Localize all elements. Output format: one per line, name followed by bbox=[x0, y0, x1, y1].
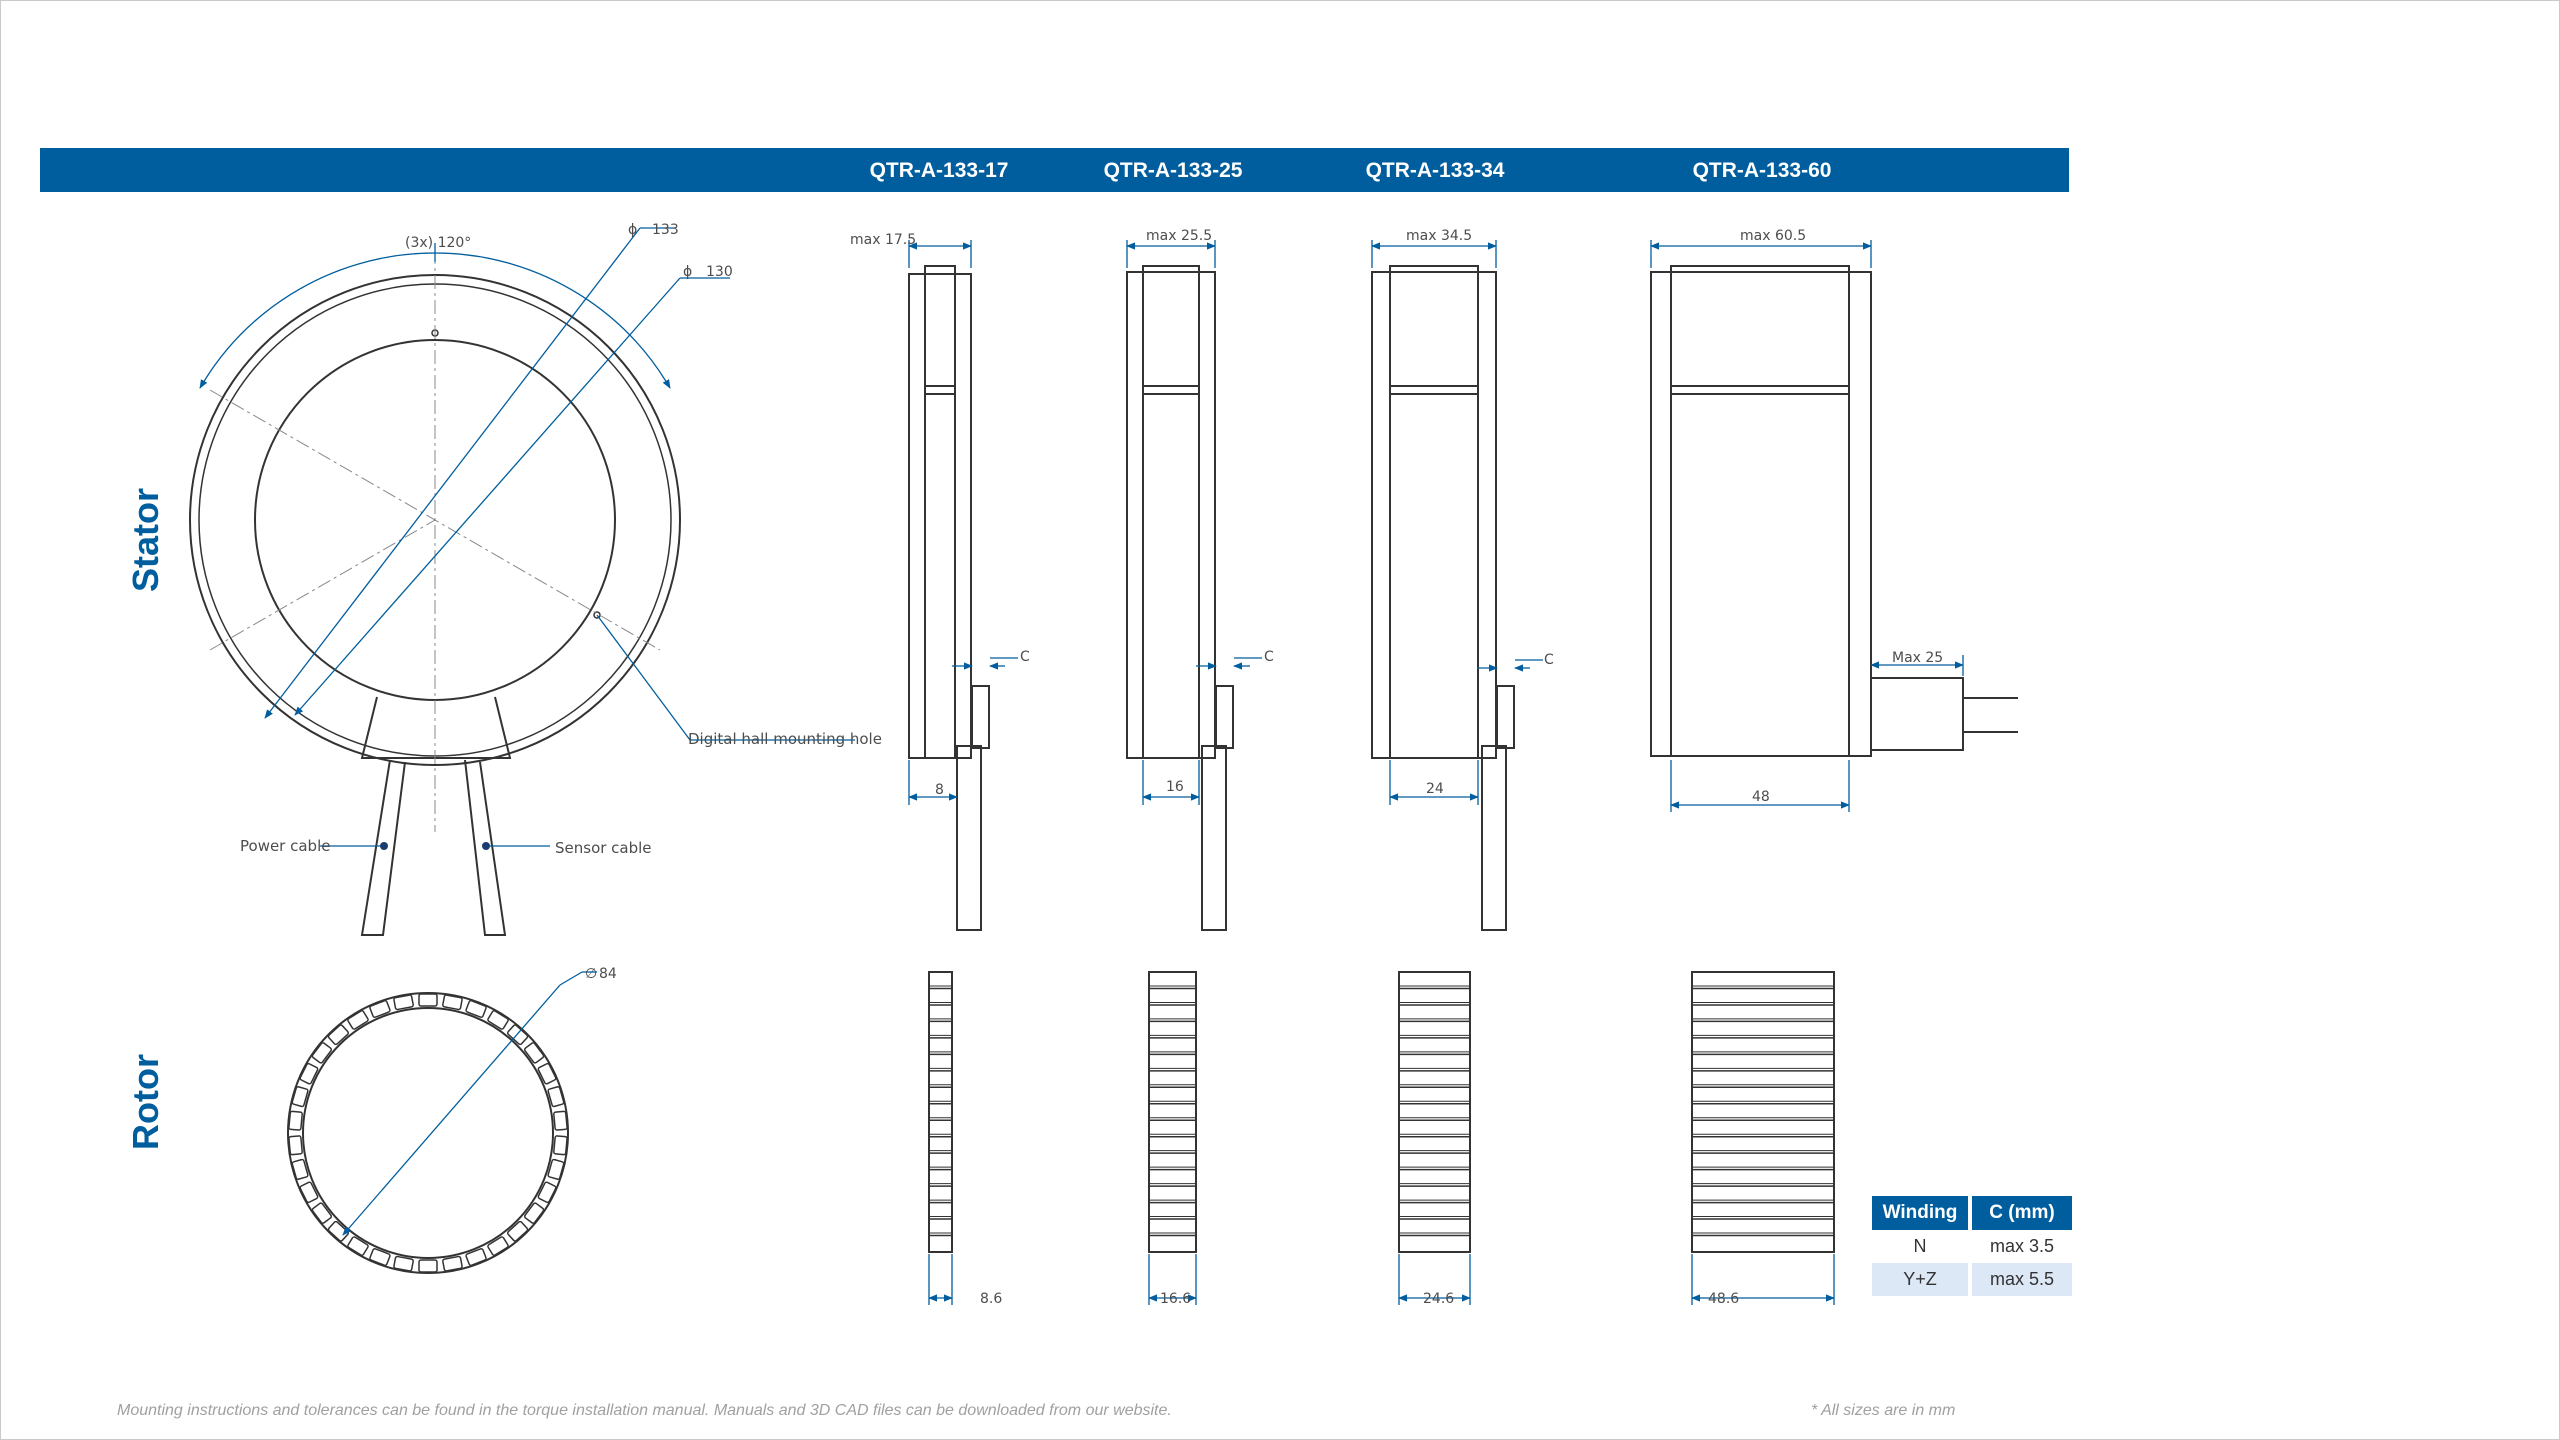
winding-cell: N bbox=[1913, 1236, 1927, 1256]
max-60-label: max 60.5 bbox=[1740, 228, 1806, 244]
width-34-label: 24 bbox=[1426, 781, 1444, 797]
rotor-magnet-segment bbox=[299, 1062, 319, 1085]
rotor-magnet-segment bbox=[553, 1110, 568, 1131]
rotor-front-view bbox=[287, 992, 569, 1274]
stator-side-17 bbox=[908, 265, 990, 931]
rotor-width-60-label: 48.6 bbox=[1708, 1291, 1739, 1307]
rotor-magnet-segment bbox=[393, 994, 414, 1011]
c-mm-header: C (mm) bbox=[1972, 1196, 2072, 1230]
rotor-magnet-segment bbox=[465, 1248, 487, 1267]
sensor-cable-dot bbox=[482, 842, 490, 850]
rotor-magnet-segment bbox=[553, 1135, 568, 1156]
stator-side-dimensions bbox=[908, 240, 1964, 812]
c-value-cell: max 3.5 bbox=[1989, 1236, 2055, 1256]
power-cable-shape bbox=[360, 759, 406, 936]
winding-cell: Y+Z bbox=[1872, 1263, 1968, 1296]
rotor-width-17-label: 8.6 bbox=[980, 1291, 1002, 1307]
rotor-magnet-segment bbox=[418, 993, 438, 1007]
max-34-label: max 34.5 bbox=[1406, 228, 1472, 244]
max-17-label: max 17.5 bbox=[850, 232, 916, 248]
rotor-side-dimensions bbox=[928, 1254, 1835, 1305]
model-title-60: QTR-A-133-60 bbox=[1692, 159, 1832, 182]
c-25-label: C bbox=[1264, 649, 1274, 665]
model-title-17: QTR-A-133-17 bbox=[869, 159, 1009, 182]
c-34-label: C bbox=[1544, 652, 1554, 668]
rotor-side-body bbox=[1691, 971, 1835, 1253]
rotor-magnet-segment bbox=[369, 999, 391, 1018]
angle-label: (3x) 120° bbox=[405, 235, 471, 251]
phi-symbol-inner: ϕ bbox=[683, 264, 692, 280]
rotor-magnet-ring bbox=[288, 993, 568, 1273]
outer-diameter-label: 133 bbox=[652, 222, 679, 238]
rotor-magnet-segment bbox=[393, 1255, 414, 1272]
model-title-34: QTR-A-133-34 bbox=[1365, 159, 1505, 182]
phi-symbol-outer: ϕ bbox=[628, 222, 637, 238]
rotor-magnet-segment bbox=[288, 1135, 303, 1156]
rotor-magnet-segment bbox=[311, 1202, 333, 1224]
footer-units-note: * All sizes are in mm bbox=[1811, 1402, 1956, 1419]
max-25-label: max 25.5 bbox=[1146, 228, 1212, 244]
rotor-magnet-segment bbox=[537, 1181, 557, 1204]
stator-construction-lines bbox=[209, 250, 661, 832]
rotor-side-body bbox=[1148, 971, 1197, 1253]
sensor-cable-shape bbox=[464, 759, 507, 936]
inner-diameter-label: 130 bbox=[706, 264, 733, 280]
rotor-magnet-segment bbox=[547, 1086, 565, 1108]
rotor-magnet-segment bbox=[487, 1236, 509, 1256]
rotor-diameter-dim bbox=[342, 971, 597, 1236]
rotor-magnet-segment bbox=[523, 1202, 545, 1224]
rotor-magnet-segment bbox=[369, 1248, 391, 1267]
model-title-25: QTR-A-133-25 bbox=[1103, 159, 1243, 182]
hall-hole-label: Digital hall mounting hole bbox=[688, 730, 882, 748]
rotor-magnet-segment bbox=[506, 1220, 529, 1242]
rotor-magnet-segment bbox=[442, 994, 463, 1011]
rotor-magnet-segment bbox=[291, 1086, 309, 1108]
width-60-label: 48 bbox=[1752, 789, 1770, 805]
winding-table: Winding C (mm) N max 3.5 Y+Z max 5.5 bbox=[1868, 1196, 2076, 1296]
rotor-magnet-segment bbox=[465, 999, 487, 1018]
rotor-side-body bbox=[928, 971, 953, 1253]
rotor-magnet-segment bbox=[347, 1010, 369, 1030]
rotor-magnet-segment bbox=[442, 1255, 463, 1272]
power-cable-dot bbox=[380, 842, 388, 850]
rotor-magnet-segment bbox=[288, 1110, 303, 1131]
c-value-cell: max 5.5 bbox=[1972, 1263, 2072, 1296]
rotor-side-body bbox=[1398, 971, 1471, 1253]
stator-side-34 bbox=[1371, 265, 1515, 931]
model-header-bar bbox=[40, 148, 2069, 192]
stator-side-60 bbox=[1650, 265, 2018, 757]
rotor-side-views bbox=[928, 971, 1835, 1253]
rotor-phi-symbol: ∅ bbox=[585, 966, 597, 982]
rotor-width-34-label: 24.6 bbox=[1423, 1291, 1454, 1307]
width-17-label: 8 bbox=[935, 782, 944, 798]
footer-note: Mounting instructions and tolerances can… bbox=[117, 1402, 1172, 1419]
power-cable-label: Power cable bbox=[240, 837, 330, 855]
stator-side-25 bbox=[1126, 265, 1234, 931]
rotor-magnet-segment bbox=[291, 1158, 309, 1180]
rotor-magnet-segment bbox=[299, 1181, 319, 1204]
rotor-diameter-label: 84 bbox=[599, 966, 617, 982]
rotor-magnet-segment bbox=[327, 1024, 350, 1046]
rotor-magnet-segment bbox=[418, 1259, 438, 1273]
rotor-magnet-segment bbox=[487, 1010, 509, 1030]
c-17-label: C bbox=[1020, 649, 1030, 665]
rotor-magnet-segment bbox=[523, 1042, 545, 1064]
winding-header: Winding bbox=[1872, 1196, 1968, 1230]
sensor-cable-label: Sensor cable bbox=[555, 839, 652, 857]
width-25-label: 16 bbox=[1166, 779, 1184, 795]
stator-dimension-lines bbox=[199, 227, 855, 847]
rotor-magnet-segment bbox=[311, 1042, 333, 1064]
rotor-magnet-segment bbox=[347, 1236, 369, 1256]
rotor-width-25-label: 16.6 bbox=[1160, 1291, 1191, 1307]
cable-exit-block bbox=[360, 696, 512, 759]
rotor-magnet-segment bbox=[537, 1062, 557, 1085]
rotor-magnet-segment bbox=[547, 1158, 565, 1180]
c-60-label: Max 25 bbox=[1892, 650, 1943, 666]
